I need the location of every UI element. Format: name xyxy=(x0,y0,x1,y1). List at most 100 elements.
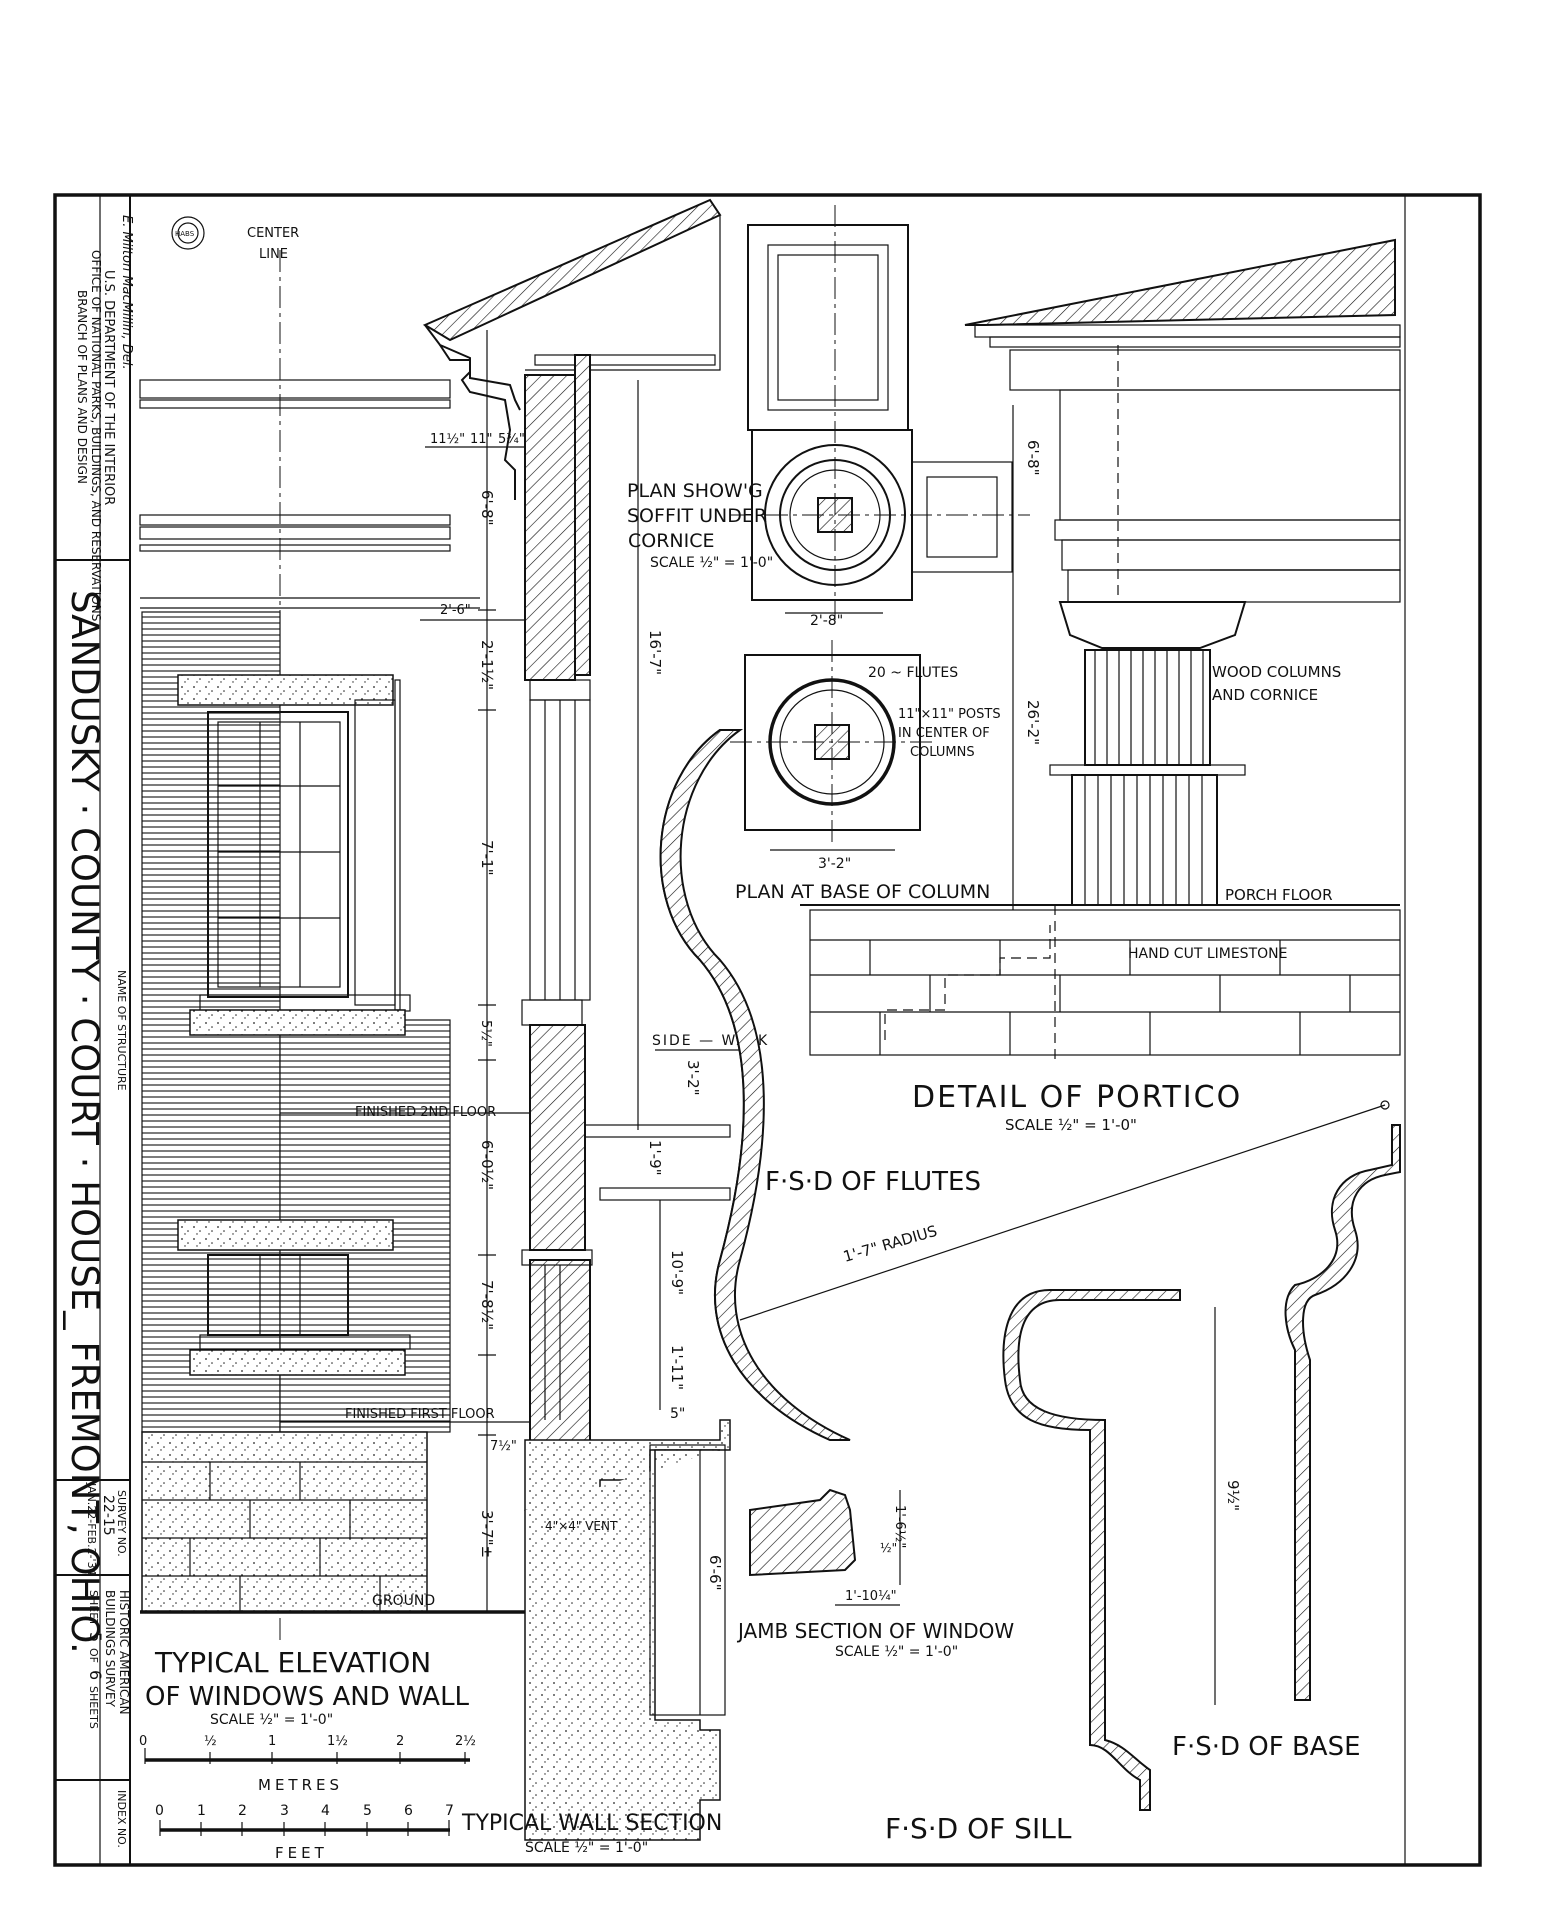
sill-fsd-title: F·S·D OF SILL xyxy=(885,1812,1072,1845)
base-molding-profile xyxy=(1284,1124,1401,1701)
ground-label: GROUND xyxy=(372,1593,435,1609)
soffit-dim: 2'-8" xyxy=(810,613,843,629)
feet-tick-4: 4 xyxy=(321,1803,330,1819)
column-shaft-lower xyxy=(1071,774,1218,906)
dim-cornice-height: 6'-8" xyxy=(478,490,496,526)
posts-label-3: COLUMNS xyxy=(910,745,975,760)
dim-window-height: 7'-1" xyxy=(478,840,496,876)
structure-name: SANDUSKY · COUNTY · COURT · HOUSE_ FREMO… xyxy=(63,590,106,1654)
feet-tick-6: 6 xyxy=(404,1803,413,1819)
centerline-label-2: LINE xyxy=(259,247,288,262)
column-plan-title: PLAN AT BASE OF COLUMN xyxy=(735,881,990,903)
typical-elevation: CENTER LINE xyxy=(139,226,530,1728)
portico-height-dim: 26'-2" xyxy=(1024,700,1042,745)
agency-block: U.S. DEPARTMENT OF THE INTERIOR OFFICE O… xyxy=(75,215,134,621)
portico-scale: SCALE ½" = 1'-0" xyxy=(1005,1116,1137,1134)
jamb-dim-1: 1'-6½" xyxy=(892,1505,907,1548)
jamb-dim-3: ½" xyxy=(880,1541,897,1555)
metres-tick-half: ½ xyxy=(204,1734,217,1749)
typical-wall-section: 16'-7" 1'-9" 10'-9" 1'-11" 5" 6'-6" 3'-2… xyxy=(422,198,767,1856)
sheet-border xyxy=(53,193,1482,1867)
stone-foundation xyxy=(141,1431,428,1613)
wood-columns-label-2: AND CORNICE xyxy=(1212,686,1318,704)
soffit-title-1: PLAN SHOW'G xyxy=(627,480,763,502)
porch-floor-label: PORCH FLOOR xyxy=(1225,886,1333,904)
posts-label-2: IN CENTER OF xyxy=(898,726,990,741)
base-fsd: 9½" F·S·D OF BASE xyxy=(1172,1124,1401,1762)
habs-line-2: BUILDINGS SURVEY xyxy=(103,1590,117,1708)
dim-overhang-1: 11½" xyxy=(430,432,465,447)
soffit-plan: 2'-8" PLAN SHOW'G SOFFIT UNDER CORNICE S… xyxy=(627,205,1030,629)
brick-wall-upper xyxy=(524,374,576,681)
wood-columns-label-1: WOOD COLUMNS xyxy=(1212,663,1341,681)
dim-sidewalk-to-floor: 3'-2" xyxy=(684,1060,702,1096)
metres-tick-2: 2 xyxy=(396,1734,404,1749)
jamb-profile xyxy=(749,1488,857,1577)
soffit-title-3: CORNICE xyxy=(628,530,715,552)
column-plan-dim: 3'-2" xyxy=(818,856,851,872)
index-no-label: INDEX NO. xyxy=(115,1790,128,1848)
radius-line xyxy=(739,1104,1386,1321)
dim-sill-height: 5½" xyxy=(478,1020,493,1047)
brick-wall-middle xyxy=(529,1024,586,1251)
delineator-signature: E. Milton MacMillin, Del. xyxy=(119,215,134,370)
sheet-number: 5 xyxy=(86,1632,105,1642)
agency-line-2: OFFICE OF NATIONAL PARKS, BUILDINGS, AND… xyxy=(89,250,103,621)
dim-lower-window: 7'-8½" xyxy=(478,1280,496,1330)
radius-label: 1'-7" RADIUS xyxy=(841,1222,939,1266)
soffit-title-2: SOFFIT UNDER xyxy=(627,505,767,527)
centerline-label-1: CENTER xyxy=(247,226,299,241)
habs-seal: HABS xyxy=(171,216,205,250)
survey-dates: JAN.22-FEB.2-'34 xyxy=(85,1482,98,1576)
flutes-fsd-title: F·S·D OF FLUTES xyxy=(765,1167,981,1197)
feet-tick-1: 1 xyxy=(197,1803,206,1819)
metric-scale-bar: 0 ½ 1 1½ 2 2½ METRES xyxy=(139,1734,476,1794)
sill-profile xyxy=(1002,1289,1181,1811)
feet-label: FEET xyxy=(275,1844,328,1862)
jamb-section: 1'-6½" ½" 1'-10¼" JAMB SECTION OF WINDOW… xyxy=(736,1488,1014,1660)
metres-tick-1-5: 1½ xyxy=(327,1734,348,1749)
dim-overhang-2: 11" xyxy=(470,432,493,447)
sill-fsd: F·S·D OF SILL xyxy=(885,1289,1181,1845)
agency-line-3: BRANCH OF PLANS AND DESIGN xyxy=(75,290,89,484)
sheets-label: SHEETS xyxy=(87,1686,100,1729)
feet-tick-3: 3 xyxy=(280,1803,289,1819)
dim-sill-thickness: 5" xyxy=(670,1406,685,1422)
base-dim: 9½" xyxy=(1224,1480,1242,1511)
roof-shingles xyxy=(422,198,722,342)
posts-label-1: 11"×11" POSTS xyxy=(898,707,1001,722)
dim-floor-to-window: 6'-0½" xyxy=(478,1140,496,1190)
dim-foundation-height: 3'-7"± xyxy=(478,1510,496,1558)
elevation-title-2: OF WINDOWS AND WALL xyxy=(145,1682,470,1712)
feet-tick-0: 0 xyxy=(155,1803,164,1819)
name-of-structure-label: NAME OF STRUCTURE xyxy=(115,970,128,1091)
portico-detail: PORCH FLOOR HAND CUT LIMESTONE WOOD COLU… xyxy=(800,238,1401,1134)
base-fsd-title: F·S·D OF BASE xyxy=(1172,1732,1361,1762)
metres-tick-1: 1 xyxy=(268,1734,276,1749)
dim-foundation-depth: 6'-6" xyxy=(706,1555,724,1591)
habs-line-1: HISTORIC AMERICAN xyxy=(117,1590,131,1715)
elevation-scale: SCALE ½" = 1'-0" xyxy=(210,1712,333,1728)
sheet-count: SHEET 5 OF 6 SHEETS xyxy=(86,1590,105,1729)
svg-text:HABS: HABS xyxy=(175,230,195,238)
jamb-title: JAMB SECTION OF WINDOW xyxy=(736,1619,1014,1643)
dim-frieze-width: 2'-6" xyxy=(440,603,471,618)
jamb-scale: SCALE ½" = 1'-0" xyxy=(835,1644,958,1660)
feet-scale-bar: 0 1 2 3 4 5 6 7 FEET xyxy=(155,1803,454,1862)
jamb-dim-2: 1'-10¼" xyxy=(845,1589,897,1604)
soffit-scale: SCALE ½" = 1'-0" xyxy=(650,555,773,571)
feet-tick-7: 7 xyxy=(445,1803,454,1819)
limestone-base xyxy=(809,909,1401,1056)
portico-title: DETAIL OF PORTICO xyxy=(912,1080,1242,1115)
upper-window-sash[interactable] xyxy=(207,711,349,998)
sheet-total: 6 xyxy=(86,1670,105,1680)
lower-window-head xyxy=(177,1219,394,1251)
finished-1st-floor-label: FINISHED FIRST FLOOR xyxy=(345,1407,495,1422)
portico-entablature-dim: 6'-8" xyxy=(1024,440,1042,476)
metres-tick-2-5: 2½ xyxy=(455,1734,476,1749)
of-label: OF xyxy=(87,1648,100,1663)
sheet-label: SHEET xyxy=(87,1590,100,1626)
dim-water-table: 7½" xyxy=(490,1439,517,1454)
feet-tick-2: 2 xyxy=(238,1803,247,1819)
